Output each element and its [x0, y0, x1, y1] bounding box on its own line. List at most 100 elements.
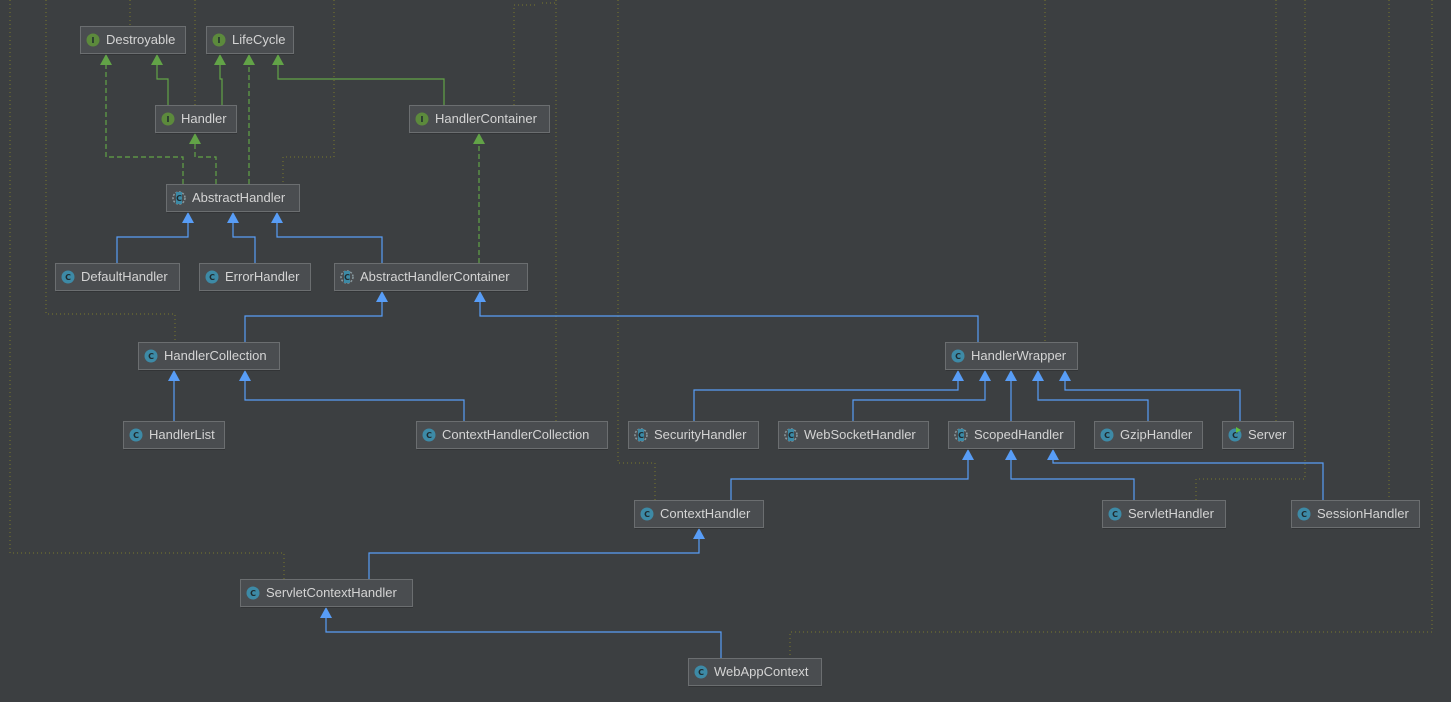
class-node-ContextHandlerCollection[interactable]: C ContextHandlerCollection [416, 421, 609, 451]
class-name: HandlerContainer [435, 111, 538, 126]
edge-ContextHandlerCollection-to-HandlerCollection [239, 370, 465, 421]
svg-text:I: I [421, 115, 424, 124]
svg-text:C: C [958, 431, 964, 440]
dependency-line [789, 0, 1433, 658]
svg-text:C: C [426, 431, 432, 440]
class-name: ContextHandlerCollection [442, 427, 589, 442]
edge-Server-to-HandlerWrapper [1059, 370, 1241, 421]
class-icon: C [1297, 507, 1311, 521]
class-name: SecurityHandler [654, 427, 747, 442]
arrowhead [272, 54, 284, 65]
svg-text:C: C [209, 273, 215, 282]
svg-text:C: C [698, 668, 704, 677]
class-node-SessionHandler[interactable]: C SessionHandler [1291, 500, 1421, 530]
class-name: ContextHandler [660, 506, 751, 521]
arrowhead [474, 291, 486, 302]
arrowhead [1047, 449, 1059, 460]
class-name: HandlerCollection [164, 348, 267, 363]
class-node-ScopedHandler[interactable]: C ScopedHandler [948, 421, 1076, 451]
runnable-marker-icon [1236, 427, 1241, 433]
inheritance-edges [100, 54, 1324, 658]
class-name: Handler [181, 111, 227, 126]
class-node-HandlerCollection[interactable]: C HandlerCollection [138, 342, 281, 372]
class-icon: C [694, 665, 708, 679]
class-name: ScopedHandler [974, 427, 1064, 442]
class-node-HandlerContainer[interactable]: I HandlerContainer [409, 105, 551, 135]
svg-text:C: C [1104, 431, 1110, 440]
svg-text:C: C [176, 194, 182, 203]
arrowhead [239, 370, 251, 381]
dependency-line [9, 0, 285, 579]
svg-text:C: C [148, 352, 154, 361]
class-icon: C [61, 270, 75, 284]
svg-text:I: I [218, 36, 221, 45]
edge-ServletHandler-to-ScopedHandler [1005, 449, 1135, 500]
arrowhead [1059, 370, 1071, 381]
interface-icon: I [415, 112, 429, 126]
arrowhead [979, 370, 991, 381]
arrowhead [182, 212, 194, 223]
class-node-LifeCycle[interactable]: I LifeCycle [206, 26, 295, 56]
svg-text:I: I [92, 36, 95, 45]
edge-ErrorHandler-to-AbstractHandler [227, 212, 256, 263]
svg-text:C: C [250, 589, 256, 598]
class-node-ContextHandler[interactable]: C ContextHandler [634, 500, 765, 530]
class-name: GzipHandler [1120, 427, 1193, 442]
arrowhead [1005, 370, 1017, 381]
svg-text:C: C [788, 431, 794, 440]
class-node-GzipHandler[interactable]: C GzipHandler [1094, 421, 1204, 451]
edge-ScopedHandler-to-HandlerWrapper [1005, 370, 1017, 421]
interface-icon: I [161, 112, 175, 126]
abstract-class-icon: C [172, 191, 186, 205]
class-icon: C [951, 349, 965, 363]
arrowhead [952, 370, 964, 381]
edge-ServletContextHandler-to-ContextHandler [368, 528, 705, 579]
arrowhead [227, 212, 239, 223]
class-name: AbstractHandlerContainer [360, 269, 510, 284]
svg-text:C: C [133, 431, 139, 440]
class-icon: C [640, 507, 654, 521]
class-name: ErrorHandler [225, 269, 300, 284]
edge-ContextHandler-to-ScopedHandler [730, 449, 974, 500]
svg-text:C: C [1112, 510, 1118, 519]
edge-Handler-to-LifeCycle [214, 54, 226, 105]
class-icon: C [1100, 428, 1114, 442]
arrowhead [189, 133, 201, 144]
dependency-lines [9, 0, 1433, 658]
svg-text:C: C [65, 273, 71, 282]
class-name: SessionHandler [1317, 506, 1409, 521]
arrowhead [1032, 370, 1044, 381]
edge-AbstractHandler-to-Destroyable [100, 54, 184, 184]
class-name: LifeCycle [232, 32, 285, 47]
arrowhead [962, 449, 974, 460]
class-node-Destroyable[interactable]: I Destroyable [80, 26, 187, 56]
class-node-ErrorHandler[interactable]: C ErrorHandler [199, 263, 312, 293]
svg-text:C: C [955, 352, 961, 361]
edge-HandlerWrapper-to-AbstractHandlerContainer [474, 291, 979, 342]
edge-DefaultHandler-to-AbstractHandler [116, 212, 194, 263]
edge-WebAppContext-to-ServletContextHandler [320, 607, 722, 658]
class-name: Destroyable [106, 32, 175, 47]
edge-AbstractHandler-to-Handler [189, 133, 217, 184]
arrowhead [214, 54, 226, 65]
edge-GzipHandler-to-HandlerWrapper [1032, 370, 1149, 421]
edge-HandlerContainer-to-LifeCycle [272, 54, 445, 105]
class-node-Handler[interactable]: I Handler [155, 105, 238, 135]
class-icon: C [246, 586, 260, 600]
class-icon: C [422, 428, 436, 442]
class-icon: C [205, 270, 219, 284]
class-icon: C [129, 428, 143, 442]
